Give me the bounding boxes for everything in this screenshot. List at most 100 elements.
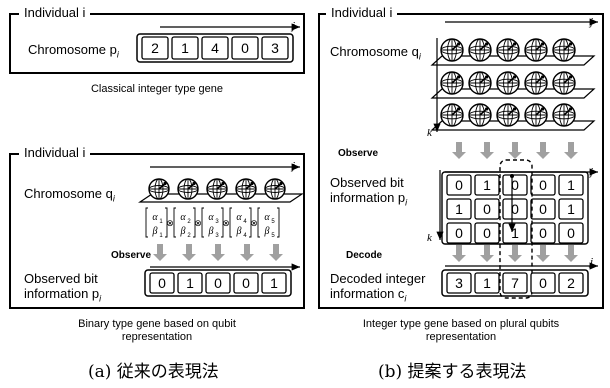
bit-b-row-value: 0 — [455, 177, 463, 193]
decode-arrow-b — [480, 245, 494, 262]
decode-arrow-b — [536, 245, 550, 262]
observed-bit-label-a: Observed bit information pi — [24, 271, 102, 304]
qubit-globe-b — [468, 38, 492, 62]
observe-label-b: Observe — [338, 148, 379, 159]
bit-a-value: 1 — [270, 275, 278, 291]
observe-arrow-a — [182, 244, 196, 261]
bit-b-row-value: 0 — [539, 225, 547, 241]
bit-b-row-cell — [558, 174, 584, 196]
bracket-right — [249, 207, 252, 238]
beta-symbol: β — [152, 226, 158, 237]
qubit-globe-b — [468, 103, 492, 127]
bit-b-row-cell — [502, 198, 528, 220]
observe-arrow-a — [240, 244, 254, 261]
bit-a-cell — [233, 272, 259, 294]
chromosome-q-label-a: Chromosome qi — [24, 186, 115, 204]
decode-label: Decode — [346, 250, 383, 261]
observed-bit-label-b: Observed bit information pi — [330, 175, 408, 208]
bit-b-row-value: 1 — [455, 201, 463, 217]
bracket-right — [165, 207, 168, 238]
bit-b-row-cell — [446, 222, 472, 244]
bit-a-frame — [144, 269, 292, 297]
observe-arrow-b — [564, 142, 578, 159]
decoded-b-cell — [558, 272, 584, 294]
panel-a-top — [9, 13, 305, 74]
tensor-symbol: ⊗ — [194, 218, 202, 228]
bit-b-row-value: 0 — [455, 225, 463, 241]
gene-a-top-cell — [171, 36, 199, 60]
bit-a-cell — [261, 272, 287, 294]
gene-a-top-value: 1 — [181, 40, 189, 56]
bracket-left — [201, 207, 204, 238]
qubit-globe-b — [468, 71, 492, 95]
qubit-globe — [235, 178, 257, 200]
bit-b-row-cell — [474, 174, 500, 196]
bit-b-row-cell — [502, 174, 528, 196]
axis-k-b-mid: k — [427, 232, 432, 244]
tensor-symbol: ⊗ — [222, 218, 230, 228]
gene-a-top-cell — [261, 36, 289, 60]
observe-arrow-a — [211, 244, 225, 261]
gene-a-top-cell — [201, 36, 229, 60]
axis-k-b-top: k — [427, 127, 432, 139]
bit-b-row-value: 0 — [539, 177, 547, 193]
gene-a-top-frame — [136, 33, 294, 63]
bracket-right — [221, 207, 224, 238]
decoded-b-cell — [474, 272, 500, 294]
decoded-b-frame — [441, 269, 589, 297]
subcaption-b: (b) 提案する表現法 — [378, 362, 527, 382]
panel-a-bottom — [9, 153, 305, 309]
chromosome-q-label-b: Chromosome qi — [330, 44, 421, 62]
bit-b-row-value: 1 — [483, 177, 491, 193]
beta-sub: 5 — [271, 233, 275, 239]
decoded-b-value: 1 — [483, 275, 491, 291]
decode-arrow-b — [452, 245, 466, 262]
bit-b-row-value: 1 — [567, 201, 575, 217]
bracket-right — [277, 207, 280, 238]
gene-a-top-value: 0 — [241, 40, 249, 56]
bit-b-row-value: 0 — [511, 177, 519, 193]
qubit-globe-b — [440, 71, 464, 95]
bit-a-value: 0 — [158, 275, 166, 291]
qubit-globe — [148, 178, 170, 200]
decoded-b-cell — [502, 272, 528, 294]
decoded-b-cell — [446, 272, 472, 294]
bit-b-row-value: 0 — [511, 201, 519, 217]
highlight-column — [499, 159, 533, 299]
tensor-symbol: ⊗ — [166, 218, 174, 228]
bit-b-row-cell — [530, 198, 556, 220]
qubit-globe-b — [496, 38, 520, 62]
decoded-b-value: 2 — [567, 275, 575, 291]
decoded-label: Decoded integer information ci — [330, 271, 426, 304]
bit-a-cell — [177, 272, 203, 294]
column-arrow-dot — [510, 174, 514, 178]
bit-b-row-value: 0 — [483, 201, 491, 217]
bit-b-row-value: 0 — [567, 225, 575, 241]
qubit-globe-b — [552, 103, 576, 127]
bracket-left — [257, 207, 260, 238]
gene-a-top-cell — [141, 36, 169, 60]
bracket-right — [193, 207, 196, 238]
decoded-b-value: 7 — [511, 275, 519, 291]
bit-b-row-cell — [474, 222, 500, 244]
bracket-left — [145, 207, 148, 238]
bit-b-row-cell — [530, 222, 556, 244]
gene-a-top-value: 3 — [271, 40, 279, 56]
bit-b-row-cell — [474, 198, 500, 220]
alpha-symbol: α — [264, 212, 270, 223]
decoded-b-value: 3 — [455, 275, 463, 291]
decode-arrow-b — [508, 245, 522, 262]
observe-label-a: Observe — [111, 250, 152, 261]
gene-a-top-value: 4 — [211, 40, 219, 56]
qubit-globe — [206, 178, 228, 200]
qubit-globe-b — [552, 38, 576, 62]
observe-arrow-b — [508, 142, 522, 159]
alpha-sub: 1 — [159, 219, 163, 225]
observe-arrow-b — [452, 142, 466, 159]
bit-b-frame — [441, 171, 589, 245]
qubit-globe — [177, 178, 199, 200]
bit-a-cell — [149, 272, 175, 294]
tensor-symbol: ⊗ — [250, 218, 258, 228]
bit-b-row-value: 0 — [539, 201, 547, 217]
qubit-globe-b — [552, 71, 576, 95]
